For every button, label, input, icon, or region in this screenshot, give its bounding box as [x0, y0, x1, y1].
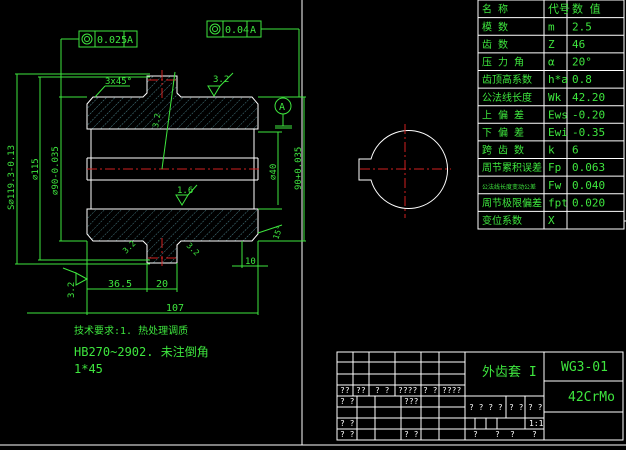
- table-cell: 跨 齿 数: [482, 144, 524, 157]
- material: 42CrMo: [568, 390, 615, 405]
- table-cell: Fw: [548, 179, 562, 192]
- title-middle-cell: ? ?: [509, 403, 524, 412]
- table-header-cell: 代号: [548, 3, 570, 16]
- dim-107: 107: [166, 303, 184, 314]
- table-cell: 公法线长度变动公差: [482, 183, 536, 191]
- roughness-top: 3.2: [213, 75, 229, 85]
- dim-10: 10: [245, 257, 256, 267]
- table-cell: 46: [572, 38, 585, 51]
- title-header-cell: ????: [442, 386, 461, 395]
- title-left-cell: ???: [404, 397, 419, 406]
- table-cell: 齿顶高系数: [482, 73, 532, 86]
- keyway-end-view: [358, 124, 451, 218]
- table-cell: X: [548, 214, 555, 227]
- table-cell: 下 偏 差: [482, 126, 524, 139]
- table-cell: 周节累积误差: [482, 161, 542, 174]
- table-cell: 0.040: [572, 179, 605, 192]
- table-cell: Ewi: [548, 126, 568, 139]
- parameter-table: 名 称 代号数 值模 数 m 2.5 齿 数 Z 46 压 力 角 α 20° 齿顶高系数 h*a 0.…: [477, 0, 626, 230]
- table-cell: 0.020: [572, 196, 605, 209]
- table-cell: 0.063: [572, 161, 605, 174]
- roughness-bore: 1.6: [177, 186, 193, 196]
- table-cell: h*a: [548, 73, 568, 86]
- tech-requirement-line-3: 1*45: [74, 362, 103, 376]
- roughness-left: 3.2: [67, 282, 77, 298]
- fcf-right-datum: A: [250, 25, 256, 36]
- title-block: ?? ?? ? ? ???? ? ? ???? ? ? ??? ? ? ? ? …: [336, 351, 624, 441]
- table-cell: 周节极限偏差: [482, 196, 542, 209]
- table-cell: Z: [548, 38, 555, 51]
- table-cell: 20°: [572, 56, 592, 69]
- title-middle-cell: ? ? ? ?: [469, 403, 503, 412]
- table-cell: α: [548, 56, 555, 69]
- tech-requirement-line-2: HB270~2902. 未注倒角: [74, 344, 209, 359]
- roughness-bottom-right: 3.2: [185, 241, 202, 258]
- title-header-cell: ? ?: [423, 386, 438, 395]
- dim-outer: S⌀119.3-0.13: [7, 145, 17, 210]
- fcf-right-tolerance: 0.04: [225, 25, 249, 36]
- title-bottom-cell: ?: [510, 430, 515, 439]
- drawing-number: WG3-01: [561, 360, 608, 375]
- title-left-cell: ? ?: [340, 419, 355, 428]
- concentricity-icon: [81, 33, 93, 45]
- angle-15: 15°: [271, 224, 284, 241]
- table-cell: 公法线长度: [482, 91, 532, 104]
- table-cell: 0.8: [572, 73, 592, 86]
- tech-requirement-line-1: 技术要求:1. 热处理调质: [74, 324, 188, 337]
- dim-90-right: 90+0.035: [294, 147, 304, 190]
- fcf-left-datum: A: [127, 35, 133, 46]
- table-cell: 42.20: [572, 91, 605, 104]
- table-cell: Fp: [548, 161, 561, 174]
- centerlines: [87, 70, 260, 268]
- title-header-cell: ??: [356, 386, 366, 395]
- scale-value: 1:1: [529, 419, 544, 428]
- title-bottom-cell: ?: [532, 430, 537, 439]
- table-cell: 2.5: [572, 20, 592, 33]
- title-middle-cell: ? ?: [528, 403, 543, 412]
- table-cell: Ews: [548, 108, 568, 121]
- table-header-cell: 数 值: [572, 3, 601, 16]
- table-cell: 齿 数: [482, 38, 508, 51]
- fcf-left-tolerance: 0.025: [97, 35, 127, 46]
- title-header-cell: ????: [398, 386, 417, 395]
- table-cell: m: [548, 20, 555, 33]
- table-cell: 模 数: [482, 20, 508, 33]
- title-bottom-cell: ?: [495, 430, 500, 439]
- table-cell: 压 力 角: [482, 56, 524, 69]
- title-left-cell: ? ?: [404, 430, 419, 439]
- title-bottom-cell: ?: [473, 430, 478, 439]
- hatch-bottom: [86, 208, 259, 264]
- dim-90: ⌀90-0.035: [51, 146, 61, 195]
- title-left-cell: ? ?: [340, 430, 355, 439]
- concentricity-icon: [209, 23, 221, 35]
- table-cell: k: [548, 144, 555, 157]
- table-cell: -0.35: [572, 126, 605, 139]
- title-header-cell: ??: [340, 386, 350, 395]
- title-left-cell: ? ?: [340, 397, 355, 406]
- dim-115: ⌀115: [31, 158, 41, 180]
- dim-40: ⌀40: [269, 164, 279, 180]
- table-cell: 变位系数: [482, 214, 522, 227]
- table-header-cell: 名 称: [482, 3, 508, 16]
- dim-20: 20: [156, 279, 168, 290]
- part-name: 外齿套 I: [482, 364, 537, 380]
- roughness-tooth: 3.2: [151, 112, 162, 128]
- title-header-cell: ? ?: [375, 386, 390, 395]
- hatch-top: [86, 75, 259, 130]
- table-cell: 上 偏 差: [482, 108, 524, 121]
- chamfer-label: 3x45°: [105, 77, 132, 87]
- table-cell: -0.20: [572, 108, 605, 121]
- table-cell: 6: [572, 144, 579, 157]
- datum-label: A: [279, 102, 285, 113]
- gear-section-view: [86, 70, 260, 268]
- dim-36-5: 36.5: [108, 279, 132, 290]
- table-cell: fpt: [548, 196, 568, 209]
- dimension-lines: [15, 20, 306, 315]
- table-cell: Wk: [548, 91, 562, 104]
